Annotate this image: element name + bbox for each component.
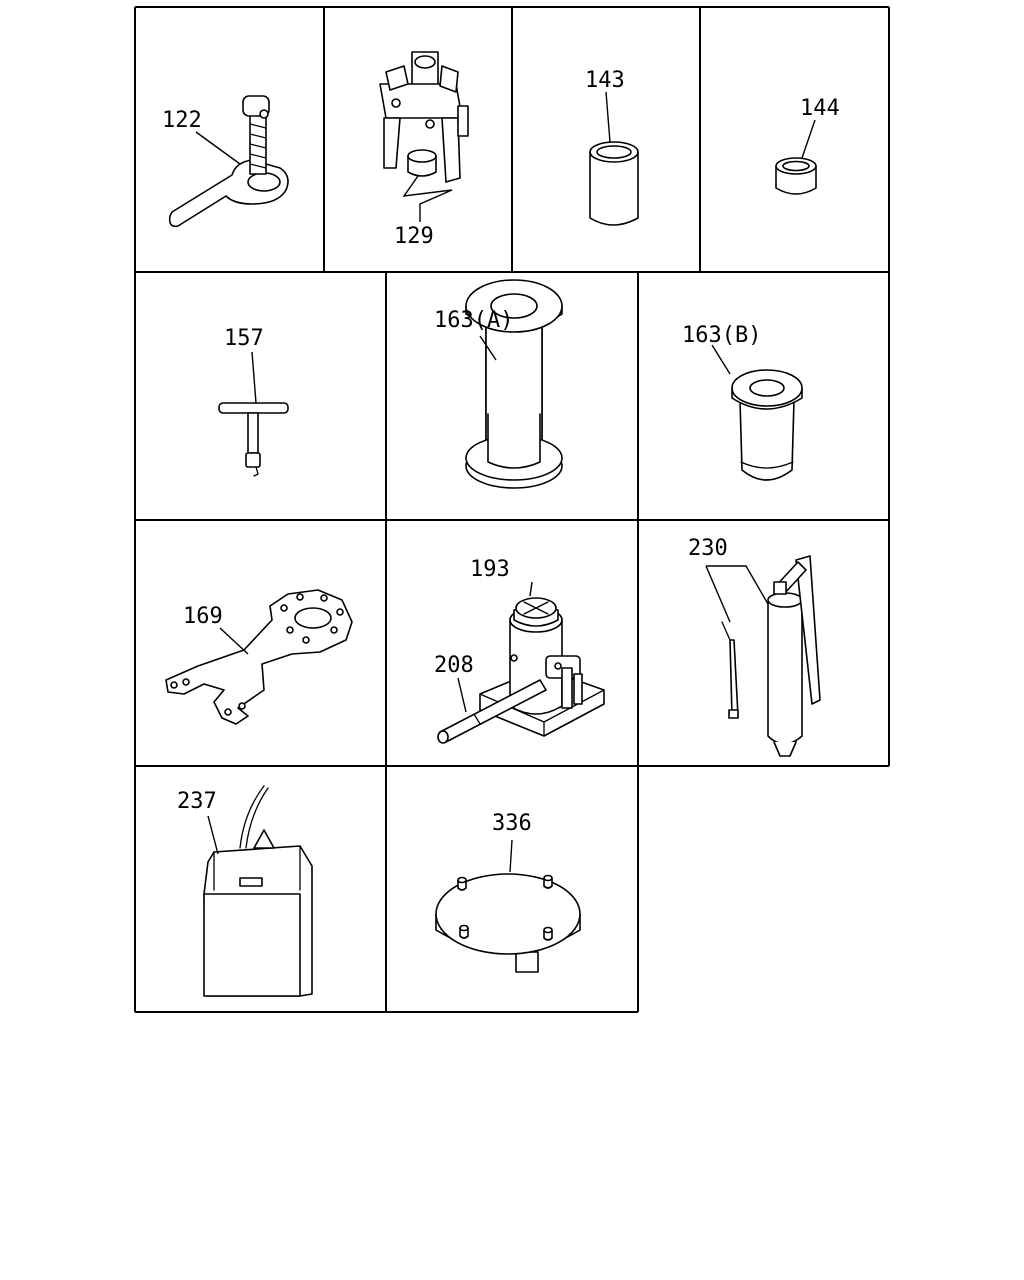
part-122-drawing [168,95,289,228]
part-208-label: 208 [434,653,474,678]
part-230-label: 230 [688,536,728,561]
part-193-drawing [479,597,605,737]
part-336-label: 336 [492,811,532,836]
part-143-leader [605,91,611,143]
part-157-leader [251,351,257,404]
part-157-drawing [218,402,289,477]
part-163a-leader [479,335,497,361]
part-237-leader [207,815,219,855]
part-230-leader [705,565,769,623]
part-143-label: 143 [585,68,625,93]
part-122-leader [195,131,241,165]
part-163b-leader [711,344,731,375]
part-163b-label: 163(B) [682,323,761,348]
part-163b-drawing [731,369,803,481]
part-169-leader [219,627,249,655]
part-208-leader [457,677,467,713]
part-143-drawing [589,141,639,226]
part-193-leader [529,581,533,597]
diagram-grid [134,6,890,1013]
part-129-drawing [379,51,469,183]
part-193-label: 193 [470,557,510,582]
part-336-leader [509,839,513,873]
part-144-drawing [775,157,817,195]
part-163a-label: 163(A) [434,308,513,333]
part-157-label: 157 [224,326,264,351]
part-122-label: 122 [162,108,202,133]
part-237-drawing [203,785,313,997]
part-336-drawing [435,873,581,973]
part-129-label: 129 [394,224,434,249]
part-163a-drawing [465,279,563,489]
part-169-label: 169 [183,604,223,629]
part-144-label: 144 [800,96,840,121]
part-129-leader [402,175,453,222]
part-144-leader [801,119,816,159]
part-169-drawing [165,589,353,725]
part-230-drawing [721,555,821,757]
part-237-label: 237 [177,789,217,814]
part-208-drawing [437,679,547,744]
